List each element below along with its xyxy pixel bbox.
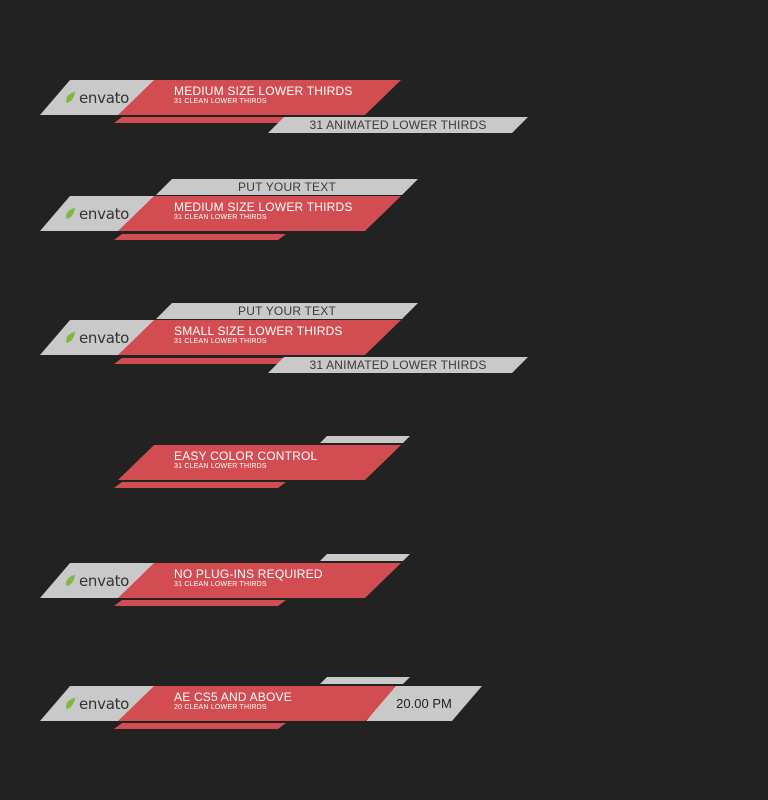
lower-third-subtitle: 20 CLEAN LOWER THIRDS — [174, 704, 267, 711]
envato-leaf-icon — [64, 331, 77, 344]
lower-third-subtitle: 31 CLEAN LOWER THIRDS — [174, 338, 267, 345]
top-banner-text: PUT YOUR TEXT — [238, 180, 336, 194]
title-panel: MEDIUM SIZE LOWER THIRDS 31 CLEAN LOWER … — [118, 80, 401, 115]
logo-text: envato — [79, 694, 130, 713]
envato-logo: envato — [64, 695, 129, 713]
envato-leaf-icon — [64, 91, 77, 104]
lower-third-title: MEDIUM SIZE LOWER THIRDS — [174, 200, 353, 214]
lower-third-5: envato NO PLUG-INS REQUIRED 31 CLEAN LOW… — [0, 548, 768, 628]
title-panel: EASY COLOR CONTROL 31 CLEAN LOWER THIRDS — [118, 445, 401, 480]
lower-third-subtitle: 31 CLEAN LOWER THIRDS — [174, 463, 267, 470]
envato-logo: envato — [64, 572, 129, 590]
envato-leaf-icon — [64, 574, 77, 587]
envato-logo: envato — [64, 89, 129, 107]
envato-leaf-icon — [64, 697, 77, 710]
logo-text: envato — [79, 204, 130, 223]
top-accent-bar — [320, 436, 410, 443]
title-panel: NO PLUG-INS REQUIRED 31 CLEAN LOWER THIR… — [118, 563, 401, 598]
title-panel: MEDIUM SIZE LOWER THIRDS 31 CLEAN LOWER … — [118, 196, 401, 231]
lower-third-title: AE CS5 AND ABOVE — [174, 690, 292, 704]
logo-text: envato — [79, 571, 130, 590]
top-banner: PUT YOUR TEXT — [156, 179, 418, 195]
lower-third-subtitle: 31 CLEAN LOWER THIRDS — [174, 214, 267, 221]
title-panel: AE CS5 AND ABOVE 20 CLEAN LOWER THIRDS — [118, 686, 401, 721]
lower-third-subtitle: 31 CLEAN LOWER THIRDS — [174, 98, 267, 105]
lower-third-title: MEDIUM SIZE LOWER THIRDS — [174, 84, 353, 98]
red-stripe — [114, 600, 286, 606]
red-stripe — [114, 723, 286, 729]
logo-text: envato — [79, 328, 130, 347]
envato-logo: envato — [64, 205, 129, 223]
envato-leaf-icon — [64, 207, 77, 220]
bottom-banner: 31 ANIMATED LOWER THIRDS — [268, 357, 528, 373]
lower-third-3: PUT YOUR TEXT envato SMALL SIZE LOWER TH… — [0, 300, 768, 380]
lower-third-1: envato MEDIUM SIZE LOWER THIRDS 31 CLEAN… — [0, 72, 768, 152]
time-text: 20.00 PM — [396, 696, 452, 711]
lower-third-4: EASY COLOR CONTROL 31 CLEAN LOWER THIRDS — [0, 430, 768, 510]
logo-text: envato — [79, 88, 130, 107]
lower-third-title: SMALL SIZE LOWER THIRDS — [174, 324, 343, 338]
top-accent-bar — [320, 554, 410, 561]
top-banner: PUT YOUR TEXT — [156, 303, 418, 319]
envato-logo: envato — [64, 329, 129, 347]
title-panel: SMALL SIZE LOWER THIRDS 31 CLEAN LOWER T… — [118, 320, 401, 355]
bottom-banner-text: 31 ANIMATED LOWER THIRDS — [309, 118, 487, 132]
red-stripe — [114, 358, 286, 364]
lower-third-title: NO PLUG-INS REQUIRED — [174, 567, 323, 581]
red-stripe — [114, 482, 286, 488]
lower-third-subtitle: 31 CLEAN LOWER THIRDS — [174, 581, 267, 588]
red-stripe — [114, 234, 286, 240]
lower-third-title: EASY COLOR CONTROL — [174, 449, 318, 463]
red-stripe — [114, 117, 286, 123]
bottom-banner: 31 ANIMATED LOWER THIRDS — [268, 117, 528, 133]
bottom-banner-text: 31 ANIMATED LOWER THIRDS — [309, 358, 487, 372]
top-banner-text: PUT YOUR TEXT — [238, 304, 336, 318]
lower-third-6: envato AE CS5 AND ABOVE 20 CLEAN LOWER T… — [0, 670, 768, 750]
top-accent-bar — [320, 677, 410, 684]
lower-third-2: PUT YOUR TEXT envato MEDIUM SIZE LOWER T… — [0, 176, 768, 256]
